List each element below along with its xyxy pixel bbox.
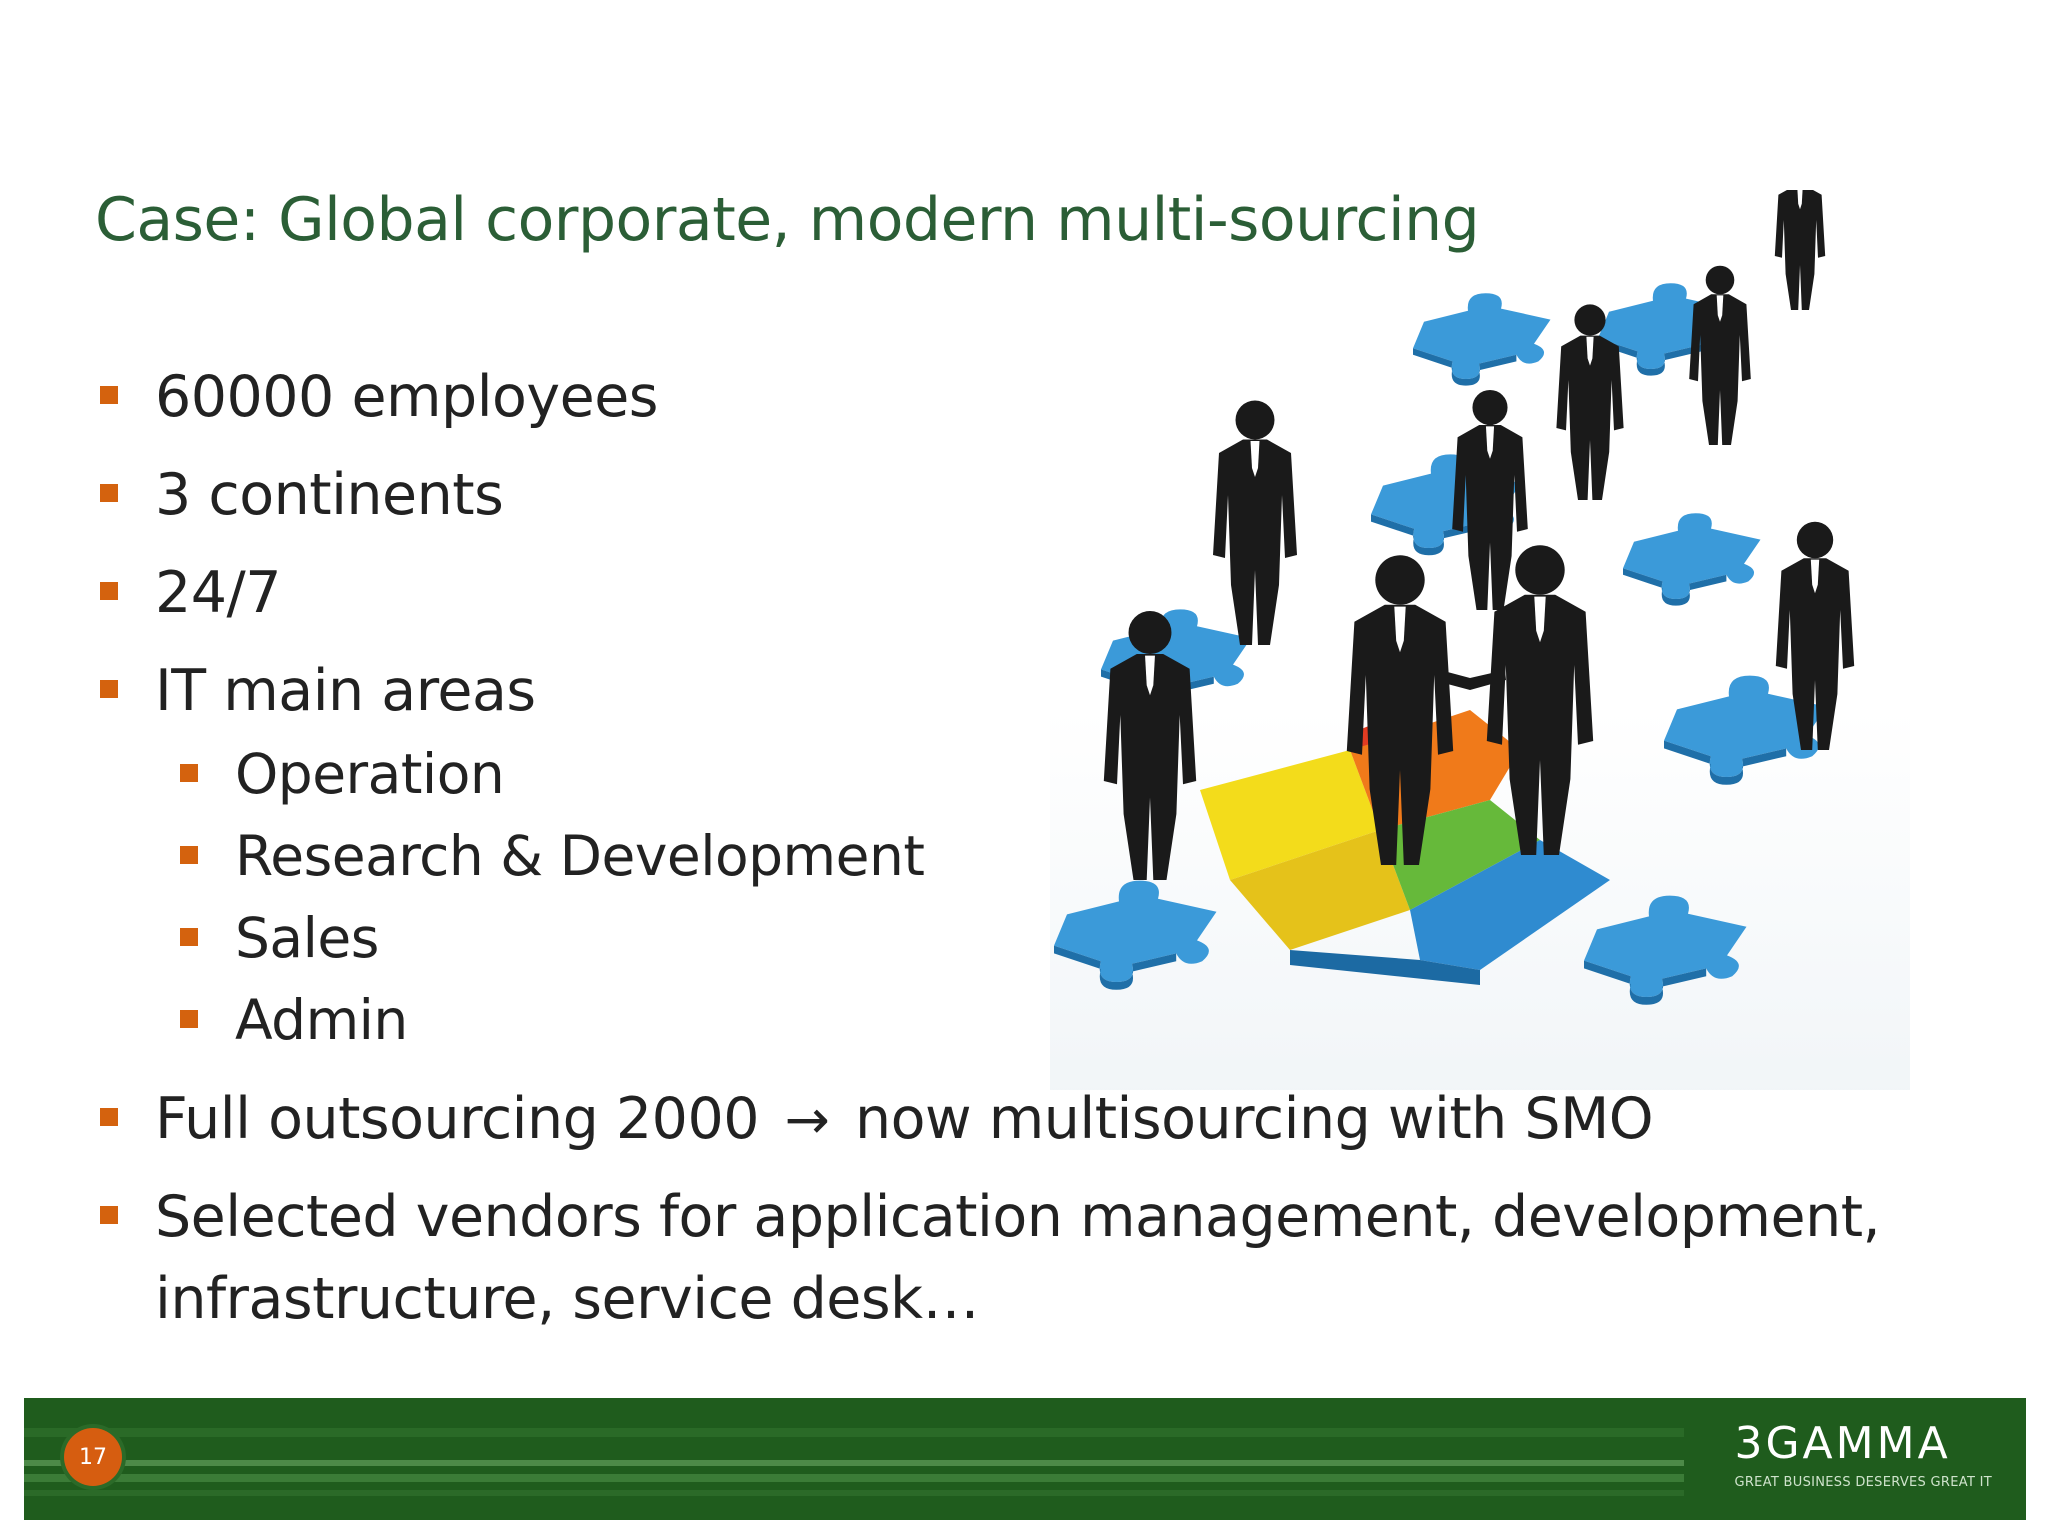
- bullet-employees: 60000 employees: [155, 364, 659, 430]
- outsourcing-before: Full outsourcing 2000: [155, 1086, 759, 1152]
- sub-bullet-admin: Admin: [235, 988, 408, 1052]
- footer-stripe: [24, 1490, 1684, 1496]
- bullet-hours: 24/7: [155, 560, 282, 626]
- sub-bullet-rnd: Research & Development: [235, 824, 925, 888]
- bullet-it-areas: IT main areas: [155, 658, 536, 724]
- bullet-outsourcing: Full outsourcing 2000 → now multisourcin…: [155, 1086, 1654, 1152]
- footer-stripe: [24, 1474, 1684, 1482]
- outsourcing-after: now multisourcing with SMO: [854, 1086, 1654, 1152]
- bullet-list: 60000 employees 3 continents 24/7 IT mai…: [100, 364, 1881, 1332]
- bullet-marker: [100, 1206, 118, 1224]
- page-number-badge: 17: [64, 1428, 122, 1486]
- business-people-puzzle-illustration: [1050, 190, 1910, 1090]
- sub-bullet-marker: [180, 846, 198, 864]
- sub-bullet-sales: Sales: [235, 906, 379, 970]
- company-logo: 3GAMMA GREAT BUSINESS DESERVES GREAT IT: [1734, 1420, 1992, 1492]
- right-arrow-icon: →: [784, 1088, 830, 1151]
- bullet-vendors-line1: Selected vendors for application managem…: [155, 1184, 1881, 1250]
- bullet-continents: 3 continents: [155, 462, 504, 528]
- logo-tagline: GREAT BUSINESS DESERVES GREAT IT: [1734, 1475, 1992, 1490]
- footer-bar: 17 3GAMMA GREAT BUSINESS DESERVES GREAT …: [24, 1398, 2026, 1520]
- sub-bullet-marker: [180, 764, 198, 782]
- bullet-marker: [100, 484, 118, 502]
- bullet-marker: [100, 680, 118, 698]
- logo-wordmark: 3GAMMA: [1734, 1418, 1951, 1469]
- bullet-marker: [100, 1108, 118, 1126]
- bullet-marker: [100, 386, 118, 404]
- bullet-vendors-line2: infrastructure, service desk…: [155, 1266, 980, 1332]
- bullet-marker: [100, 582, 118, 600]
- sub-bullet-marker: [180, 928, 198, 946]
- footer-stripe: [24, 1428, 1684, 1437]
- footer-stripe: [24, 1460, 1684, 1466]
- sub-bullet-marker: [180, 1010, 198, 1028]
- sub-bullet-operation: Operation: [235, 742, 505, 806]
- slide-title: Case: Global corporate, modern multi-sou…: [95, 185, 1480, 255]
